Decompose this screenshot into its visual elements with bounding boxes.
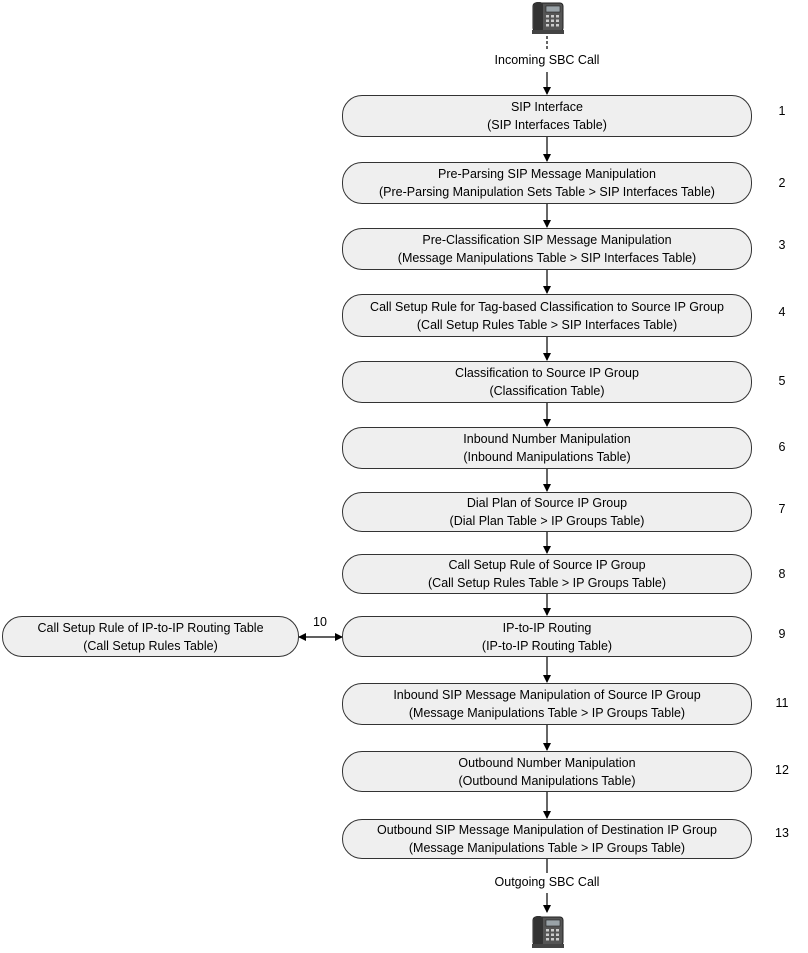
- step-title: Outbound Number Manipulation: [458, 755, 636, 770]
- step-outbound-sip-manipulation: Outbound SIP Message Manipulation of Des…: [342, 819, 752, 859]
- step-title: Outbound SIP Message Manipulation of Des…: [376, 823, 718, 837]
- step-title: IP-to-IP Routing: [502, 620, 592, 635]
- telephone-icon: [532, 2, 564, 34]
- step-number: 10: [313, 615, 327, 629]
- step-title: SIP Interface: [510, 100, 584, 114]
- step-subtitle: (Message Manipulations Table > SIP Inter…: [397, 251, 697, 265]
- step-sip-interface: SIP Interface (SIP Interfaces Table): [342, 95, 752, 137]
- step-number: 6: [778, 440, 786, 454]
- step-number: 5: [778, 374, 786, 388]
- step-inbound-number-manipulation: Inbound Number Manipulation (Inbound Man…: [342, 427, 752, 469]
- telephone-icon: [532, 916, 564, 948]
- step-ip-to-ip-routing: IP-to-IP Routing (IP-to-IP Routing Table…: [342, 616, 752, 657]
- step-subtitle: (Inbound Manipulations Table): [463, 450, 631, 464]
- step-call-setup-rule-routing: Call Setup Rule of IP-to-IP Routing Tabl…: [2, 616, 299, 657]
- step-number: 8: [778, 567, 786, 581]
- step-number: 2: [778, 176, 786, 190]
- step-subtitle: (Classification Table): [489, 384, 605, 398]
- step-outbound-number-manipulation: Outbound Number Manipulation (Outbound M…: [342, 751, 752, 792]
- step-number: 1: [778, 104, 786, 118]
- step-title: Call Setup Rule for Tag-based Classifica…: [370, 299, 724, 314]
- step-subtitle: (Message Manipulations Table > IP Groups…: [408, 706, 686, 720]
- step-number: 3: [778, 238, 786, 252]
- step-title: Inbound Number Manipulation: [463, 432, 631, 446]
- step-subtitle: (Call Setup Rules Table > SIP Interfaces…: [416, 317, 678, 332]
- step-title: Inbound SIP Message Manipulation of Sour…: [393, 688, 701, 702]
- step-subtitle: (Call Setup Rules Table): [83, 638, 218, 653]
- step-subtitle: (Pre-Parsing Manipulation Sets Table > S…: [379, 185, 715, 199]
- step-tag-based-classification: Call Setup Rule for Tag-based Classifica…: [342, 294, 752, 337]
- outgoing-call-label: Outgoing SBC Call: [494, 875, 600, 889]
- step-title: Call Setup Rule of IP-to-IP Routing Tabl…: [37, 620, 264, 635]
- step-title: Classification to Source IP Group: [455, 366, 639, 380]
- step-title: Call Setup Rule of Source IP Group: [448, 558, 646, 572]
- incoming-call-label: Incoming SBC Call: [494, 53, 600, 67]
- step-pre-parsing-manipulation: Pre-Parsing SIP Message Manipulation (Pr…: [342, 162, 752, 204]
- step-call-setup-rule-source: Call Setup Rule of Source IP Group (Call…: [342, 554, 752, 594]
- step-title: Pre-Parsing SIP Message Manipulation: [438, 167, 656, 181]
- step-dial-plan: Dial Plan of Source IP Group (Dial Plan …: [342, 492, 752, 532]
- step-number: 13: [775, 826, 789, 840]
- step-number: 12: [775, 763, 789, 777]
- step-number: 9: [778, 627, 786, 641]
- step-inbound-sip-manipulation: Inbound SIP Message Manipulation of Sour…: [342, 683, 752, 725]
- step-number: 7: [778, 502, 786, 516]
- step-subtitle: (IP-to-IP Routing Table): [481, 638, 613, 653]
- step-title: Dial Plan of Source IP Group: [466, 496, 628, 510]
- step-pre-classification-manipulation: Pre-Classification SIP Message Manipulat…: [342, 228, 752, 270]
- step-number: 4: [778, 305, 786, 319]
- step-classification: Classification to Source IP Group (Class…: [342, 361, 752, 403]
- step-subtitle: (Call Setup Rules Table > IP Groups Tabl…: [428, 576, 666, 590]
- step-subtitle: (Message Manipulations Table > IP Groups…: [408, 841, 686, 855]
- step-number: 11: [775, 696, 789, 710]
- step-subtitle: (SIP Interfaces Table): [487, 118, 607, 132]
- step-title: Pre-Classification SIP Message Manipulat…: [422, 233, 672, 247]
- step-subtitle: (Dial Plan Table > IP Groups Table): [449, 514, 645, 528]
- step-subtitle: (Outbound Manipulations Table): [458, 773, 636, 788]
